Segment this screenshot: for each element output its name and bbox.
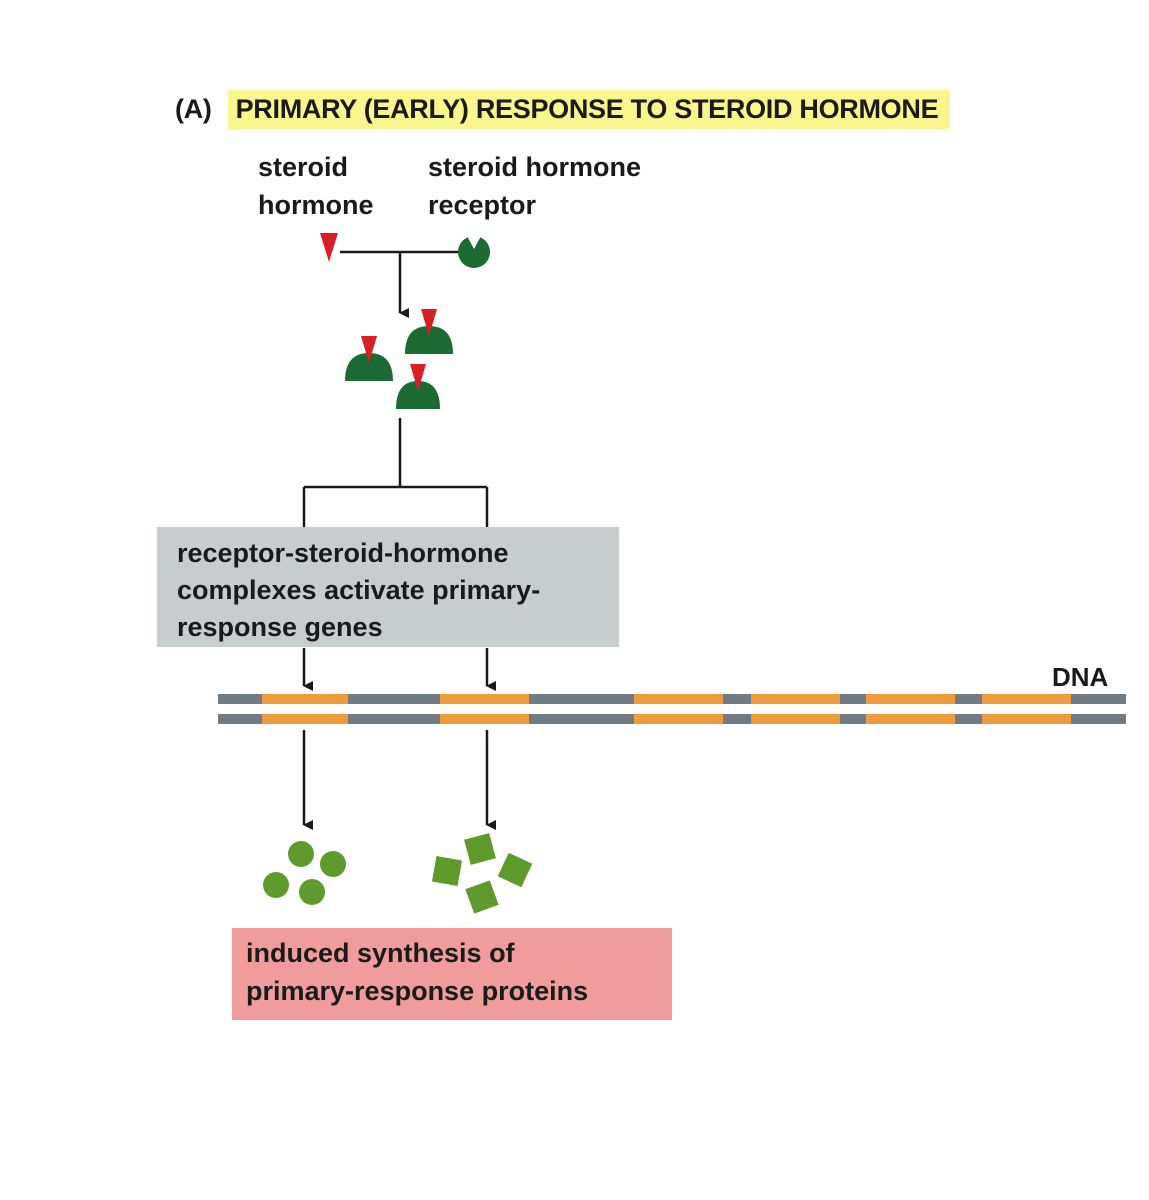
receptor-icon — [458, 236, 490, 268]
dna-gene-segment — [262, 694, 348, 724]
complex-icon — [345, 336, 393, 381]
complex-icon — [396, 364, 440, 409]
dna-label: DNA — [1052, 662, 1109, 692]
steroid-hormone-label-line1: steroid — [258, 152, 349, 182]
dna-strand — [218, 694, 1126, 724]
dna-gene-segment — [866, 694, 955, 724]
protein-box-line: induced synthesis of — [246, 938, 515, 968]
dna-gene-segment — [982, 694, 1071, 724]
protein-synthesis-box: induced synthesis of primary-response pr… — [232, 928, 672, 1020]
receptor-label-line2: receptor — [428, 190, 537, 220]
complex-icon — [405, 309, 453, 354]
complex-box-line: response genes — [177, 612, 383, 642]
complex-box-line: complexes activate primary- — [177, 575, 541, 605]
branch-connector — [302, 418, 489, 527]
dna-gene-segment — [634, 694, 723, 724]
dna-gene-segment — [751, 694, 840, 724]
round-protein-icon — [263, 841, 346, 905]
panel-letter: (A) — [175, 94, 212, 124]
panel-title-text: PRIMARY (EARLY) RESPONSE TO STEROID HORM… — [227, 90, 951, 129]
steroid-hormone-label-line2: hormone — [258, 190, 374, 220]
receptor-label-line1: steroid hormone — [428, 152, 642, 182]
steroid-hormone-icon — [320, 233, 338, 262]
dna-gene-segment — [440, 694, 529, 724]
square-protein-icon — [431, 833, 533, 914]
complex-activation-box: receptor-steroid-hormone complexes activ… — [157, 527, 619, 647]
complex-box-line: receptor-steroid-hormone — [177, 538, 509, 568]
protein-box-line: primary-response proteins — [246, 976, 589, 1006]
receptor-label: steroid hormone receptor — [428, 148, 641, 224]
panel-title: (A) PRIMARY (EARLY) RESPONSE TO STEROID … — [175, 90, 951, 129]
steroid-hormone-label: steroid hormone — [258, 148, 374, 224]
